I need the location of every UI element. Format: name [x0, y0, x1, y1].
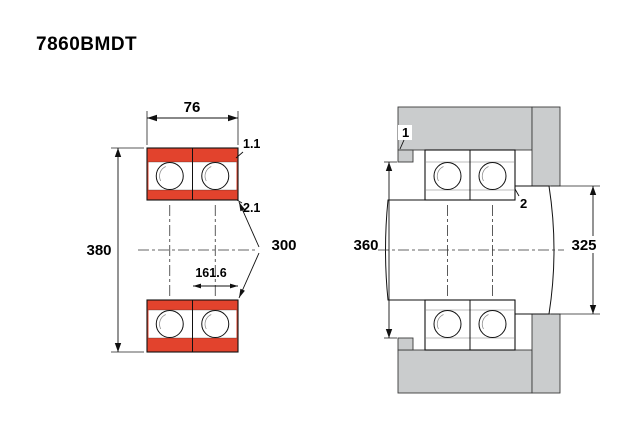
dim-bore-diameter-value: 300 [271, 237, 296, 254]
dim-shaft-abutment: 325 [551, 185, 604, 315]
ball-icon [201, 162, 230, 190]
ball-icon [155, 310, 184, 338]
housing-shoulder-bottom [397, 337, 414, 351]
right-centerlines [378, 205, 574, 296]
callout-2-label: 2 [520, 196, 527, 211]
section-outline-bottom [146, 299, 239, 353]
dim-outer-chamfer-value: 1.1 [243, 137, 260, 151]
housing-end-cover-top [531, 106, 561, 187]
ball-icon [155, 162, 184, 190]
dim-outer-diameter-value: 380 [86, 242, 111, 259]
shaft [385, 185, 555, 315]
right-bearing-top [424, 149, 516, 201]
dim-load-center-value: 161.6 [195, 266, 226, 280]
dim-inner-chamfer: 2.1 [236, 199, 260, 215]
dim-width: 76 [146, 99, 239, 145]
ball-icon [478, 162, 507, 190]
dim-housing-abutment: 360 [353, 161, 397, 339]
dim-inner-chamfer-value: 2.1 [243, 201, 260, 215]
dim-width-value: 76 [184, 99, 201, 116]
right-bearing-bottom [424, 299, 516, 351]
housing-end-cover-bottom [531, 313, 561, 394]
housing-shoulder-top [397, 149, 414, 163]
left-view-cross-section: 76 380 300 161.6 1.1 [86, 99, 297, 353]
dim-housing-abutment-value: 360 [353, 237, 378, 254]
housing-bottom [397, 349, 533, 394]
right-view-mounting: 360 325 1 2 [353, 106, 604, 394]
ball-icon [201, 310, 230, 338]
dim-bore-diameter: 300 [238, 201, 297, 299]
dim-outer-diameter: 380 [86, 147, 144, 353]
dim-outer-chamfer: 1.1 [235, 137, 260, 159]
dim-load-center: 161.6 [193, 266, 238, 289]
ball-icon [433, 162, 462, 190]
callout-1-label: 1 [402, 125, 409, 140]
ball-icon [478, 310, 507, 338]
left-centerlines [138, 205, 256, 296]
housing-top [397, 106, 533, 151]
section-outline-top [146, 147, 239, 201]
callout-2: 2 [514, 188, 527, 211]
ball-icon [433, 310, 462, 338]
callout-1: 1 [398, 125, 412, 150]
page-title: 7860BMDT [36, 34, 137, 55]
dim-shaft-abutment-value: 325 [571, 237, 596, 254]
